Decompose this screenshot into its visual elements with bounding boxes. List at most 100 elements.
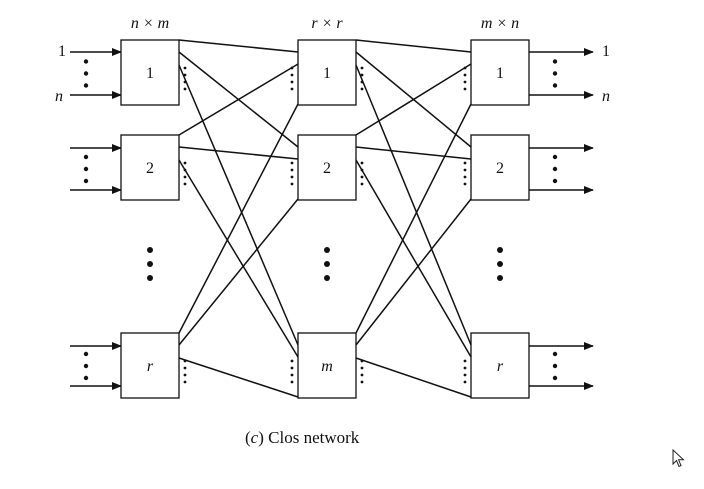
input-switch-2 (120, 134, 180, 201)
edge-dots-2-2-2 (360, 373, 364, 377)
stage-header-input: n × m (131, 15, 169, 32)
edge-dots-2-3-1 (463, 366, 467, 370)
port-dots-2-0-0 (83, 351, 89, 357)
port-dots-0-0-1 (83, 71, 89, 76)
wire-s1-1-1 (355, 146, 472, 160)
port-dots-1-1-0 (552, 154, 558, 160)
input-switch-2-label: 2 (146, 160, 154, 177)
edge-dots-0-1-1 (290, 73, 294, 77)
edge-dots-1-3-0 (463, 161, 467, 165)
edge-dots-1-1-2 (290, 175, 294, 179)
wire-s1-1-0 (355, 63, 472, 136)
wire-s1-2-2 (355, 357, 472, 398)
output-switch-r-label: r (497, 358, 504, 375)
output-port-label-n: n (602, 88, 610, 105)
middle-switch-m-label: m (321, 358, 333, 375)
edge-dots-0-2-0 (360, 66, 364, 70)
wire-s0-2-2 (178, 357, 299, 398)
port-dots-0-1-1 (552, 71, 558, 76)
edge-dots-2-2-0 (360, 359, 364, 363)
port-dots-2-1-2 (552, 375, 558, 381)
wire-s0-1-1 (178, 146, 299, 160)
port-dots-2-1-0 (552, 351, 558, 357)
interconnect-wires (178, 39, 472, 398)
gap-dots-2-0 (497, 247, 503, 253)
edge-dots-1-3-1 (463, 168, 467, 172)
edge-dots-1-2-2 (360, 175, 364, 179)
gap-dots-1-1 (324, 261, 330, 267)
edge-dots-2-3-3 (463, 380, 467, 384)
edge-dots-0-0-1 (183, 73, 187, 77)
edge-dots-2-1-0 (290, 359, 294, 363)
output-stage: 1 2 r (470, 39, 530, 399)
output-switch-2-label: 2 (496, 160, 504, 177)
output-port-label-1: 1 (602, 43, 610, 60)
gap-dots-0-1 (147, 261, 153, 267)
gap-dots-2-2 (497, 275, 503, 281)
edge-dots-0-0-0 (183, 66, 187, 70)
input-switch-1-label: 1 (146, 65, 154, 82)
port-dots-2-0-2 (83, 375, 89, 381)
output-switch-1-label: 1 (496, 65, 504, 82)
input-stage: 1 2 r (120, 39, 180, 399)
port-dots-2-1-1 (552, 363, 558, 369)
edge-dots-2-2-1 (360, 366, 364, 370)
edge-dots-1-0-0 (183, 161, 187, 165)
edge-dots-1-2-0 (360, 161, 364, 165)
edge-dots-1-3-2 (463, 175, 467, 179)
mouse-pointer-icon (672, 449, 685, 468)
edge-dots-2-1-1 (290, 366, 294, 370)
input-switch-r-label: r (147, 358, 154, 375)
edge-dots-1-2-3 (360, 182, 364, 186)
edge-dots-2-0-2 (183, 373, 187, 377)
output-switch-r (470, 332, 530, 399)
output-switch-2 (470, 134, 530, 201)
edge-dots-2-1-3 (290, 380, 294, 384)
middle-switch-2-label: 2 (323, 160, 331, 177)
edge-dots-0-3-3 (463, 87, 467, 91)
gap-dots-2-1 (497, 261, 503, 267)
wire-s0-0-2 (178, 64, 299, 346)
io-arrows (70, 48, 594, 390)
gap-dots-0-0 (147, 247, 153, 253)
edge-dots-1-0-2 (183, 175, 187, 179)
edge-dots-2-0-0 (183, 359, 187, 363)
edge-dots-1-0-3 (183, 182, 187, 186)
edge-dots-2-3-0 (463, 359, 467, 363)
edge-dots-1-1-1 (290, 168, 294, 172)
port-dots-1-0-0 (83, 154, 89, 160)
edge-dots-2-0-3 (183, 380, 187, 384)
middle-stage: 1 2 m (297, 39, 357, 399)
gap-dots-0-2 (147, 275, 153, 281)
wire-s0-1-0 (178, 63, 299, 136)
port-dots-1-0-2 (83, 178, 89, 184)
wire-s0-1-2 (178, 159, 299, 358)
middle-switch-1-label: 1 (323, 65, 331, 82)
port-dots-1-1-1 (552, 166, 558, 172)
edge-dots-0-2-1 (360, 73, 364, 77)
edge-dots-0-3-1 (463, 73, 467, 77)
edge-dots-0-0-2 (183, 80, 187, 84)
caption-letter: c (250, 428, 259, 447)
edge-dots-0-3-2 (463, 80, 467, 84)
edge-dots-1-3-3 (463, 182, 467, 186)
edge-dots-2-3-2 (463, 373, 467, 377)
port-dots-1-1-2 (552, 178, 558, 184)
ellipsis-dots (83, 59, 558, 384)
wire-s1-2-1 (355, 198, 472, 346)
output-switch-1 (470, 39, 530, 106)
edge-dots-0-1-3 (290, 87, 294, 91)
edge-dots-0-2-3 (360, 87, 364, 91)
edge-dots-2-0-1 (183, 366, 187, 370)
port-dots-2-0-1 (83, 363, 89, 369)
edge-dots-0-2-2 (360, 80, 364, 84)
middle-switch-2 (297, 134, 357, 201)
edge-dots-2-2-3 (360, 380, 364, 384)
edge-dots-0-0-3 (183, 87, 187, 91)
port-dots-1-0-1 (83, 166, 89, 172)
middle-switch-m (297, 332, 357, 399)
figure-caption: (c) Clos network (245, 428, 360, 447)
port-dots-0-1-2 (552, 83, 558, 88)
edge-dots-1-1-3 (290, 182, 294, 186)
